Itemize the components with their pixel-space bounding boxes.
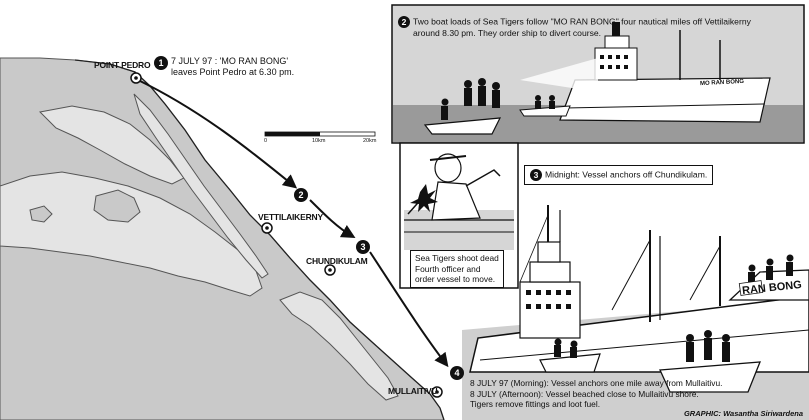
caption-step-2-line1: Two boat loads of Sea Tigers follow "MO … xyxy=(413,16,751,27)
caption-step-3-text: Midnight: Vessel anchors off Chundikulam… xyxy=(545,169,708,180)
step-marker-3: 3 xyxy=(356,240,370,254)
route-leg-1 xyxy=(137,79,298,189)
caption-step-2-badge: 2 xyxy=(398,16,410,28)
graphic-credit: GRAPHIC: Wasantha Siriwardena xyxy=(683,409,803,418)
scale-label-0: 0 xyxy=(264,138,268,144)
caption-step-3-badge: 3 xyxy=(530,169,542,181)
caption-step-1-line1: 7 JULY 97 : 'MO RAN BONG' xyxy=(171,56,289,66)
islet xyxy=(29,205,53,223)
scale-label-20: 20km xyxy=(363,138,377,144)
step-marker-4: 4 xyxy=(450,366,464,380)
scene-night-chase xyxy=(391,4,805,144)
step-marker-2: 2 xyxy=(294,188,308,202)
marker-mullaitivu xyxy=(431,386,443,398)
marker-chundikulam xyxy=(324,264,336,276)
scale-label-10: 10km xyxy=(312,138,326,144)
lagoon-large xyxy=(0,171,263,297)
place-label-chundikulam: CHUNDIKULAM xyxy=(306,256,368,266)
place-label-vettilaikerny: VETTILAIKERNY xyxy=(258,212,323,222)
caption-step-4-line1: 8 JULY 97 (Morning): Vessel anchors one … xyxy=(470,378,723,388)
coastline xyxy=(74,59,445,420)
route-leg-3 xyxy=(369,251,449,368)
scale-bar xyxy=(264,131,376,137)
caption-step-4: 8 JULY 97 (Morning): Vessel anchors one … xyxy=(470,378,790,410)
caption-step-4-line3: Tigers remove fittings and loot fuel. xyxy=(470,399,601,409)
caption-step-1-line2: leaves Point Pedro at 6.30 pm. xyxy=(171,67,295,77)
marker-vettilaikerny xyxy=(261,222,273,234)
step-marker-1: 1 xyxy=(154,56,168,70)
caption-step-1: 7 JULY 97 : 'MO RAN BONG' leaves Point P… xyxy=(171,56,294,78)
caption-inset: Sea Tigers shoot dead Fourth officer and… xyxy=(410,250,504,288)
scene-beached-ship xyxy=(462,190,809,420)
marker-point-pedro xyxy=(130,72,142,84)
place-label-point-pedro: POINT PEDRO xyxy=(94,60,151,70)
place-label-mullaitivu: MULLAITIVU xyxy=(388,386,438,396)
caption-step-2-line2: around 8.30 pm. They order ship to diver… xyxy=(413,28,602,38)
route-leg-2 xyxy=(309,199,356,238)
island xyxy=(93,189,141,223)
lagoon-thin xyxy=(133,93,269,279)
caption-step-4-line2: 8 JULY (Afternoon): Vessel beached close… xyxy=(470,388,699,399)
lagoon-south xyxy=(279,291,399,401)
lagoon-upper xyxy=(38,105,185,185)
